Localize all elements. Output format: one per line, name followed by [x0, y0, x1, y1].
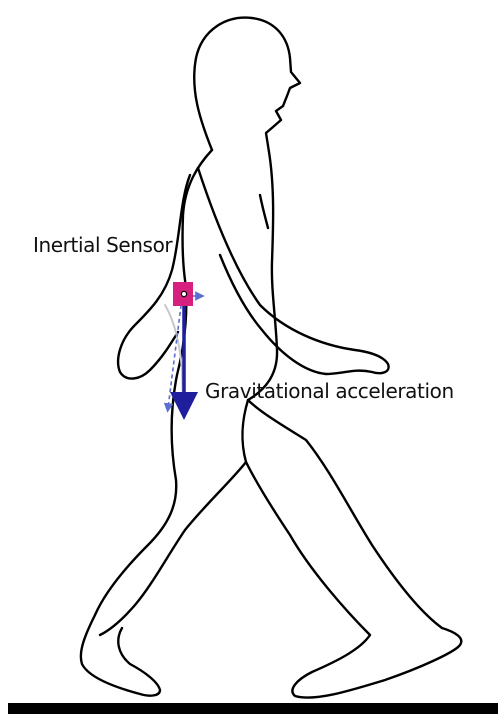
sensor-origin-dot	[181, 291, 186, 296]
inertial-sensor-label: Inertial Sensor	[33, 235, 172, 255]
front-arm-outline	[198, 168, 389, 374]
arm-fold-line	[260, 195, 268, 228]
leg-divider-line	[242, 400, 248, 462]
back-body-outline	[81, 150, 212, 696]
head-outline	[194, 18, 300, 152]
ground-line	[8, 703, 498, 714]
gravitational-acceleration-label: Gravitational acceleration	[205, 381, 454, 401]
